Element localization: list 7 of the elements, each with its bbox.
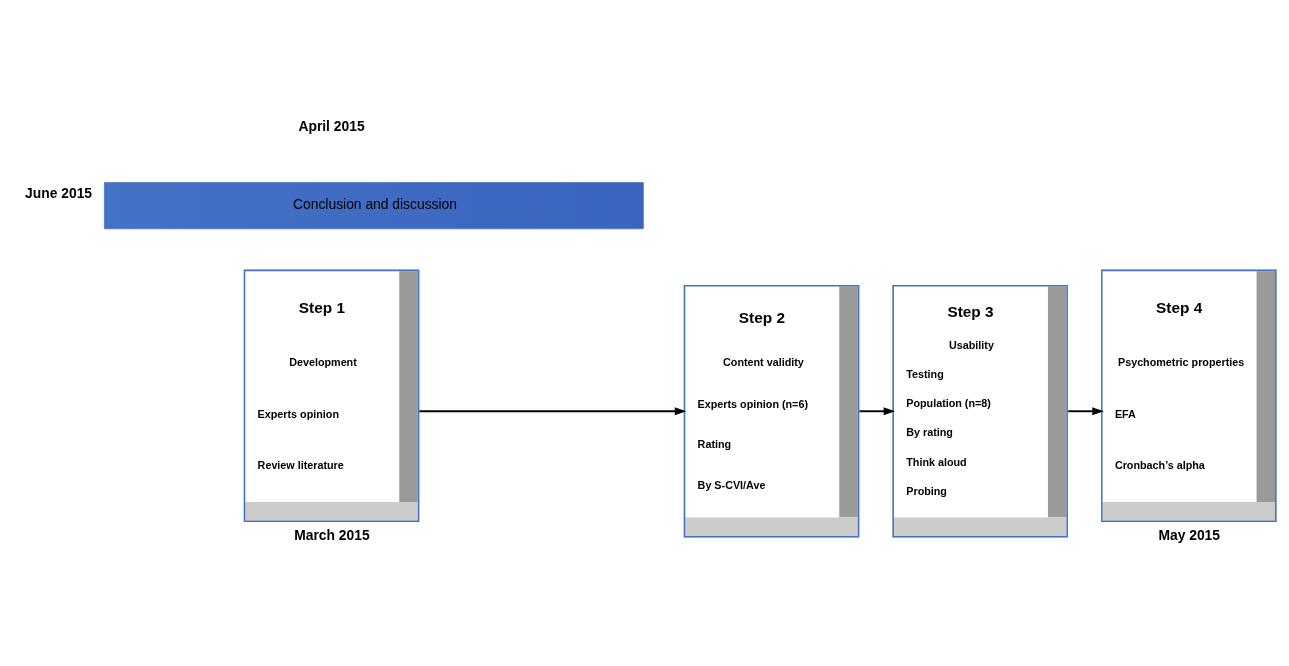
- arrow: [858, 406, 896, 415]
- node-label: May 2015: [1158, 526, 1220, 543]
- arrow: [1067, 406, 1104, 415]
- label: April 2015: [298, 117, 365, 134]
- node-label: March 2015: [294, 526, 370, 543]
- node-label: June 2015: [25, 184, 93, 201]
- arrow: [418, 406, 687, 415]
